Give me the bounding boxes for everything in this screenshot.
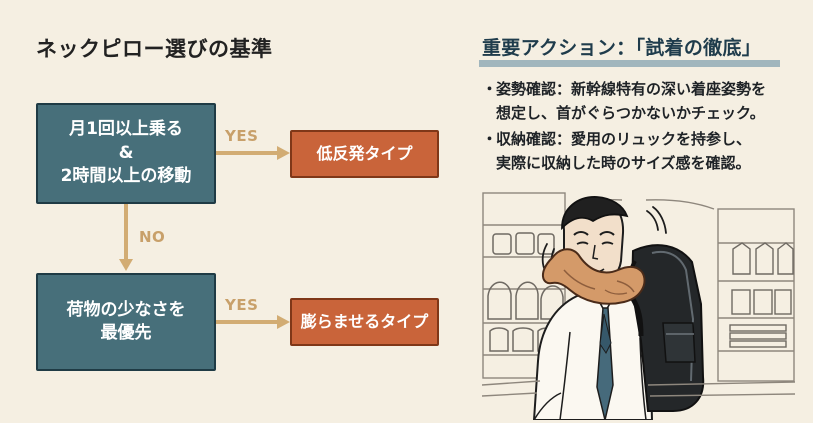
bullet-line-1: 姿勢確認：新幹線特有の深い着座姿勢を: [496, 80, 767, 98]
yes-arrow-2-icon: [214, 315, 290, 329]
action-title: 重要アクション：「試着の徹底」: [482, 37, 762, 59]
result-inflatable-type: 膨らませるタイプ: [290, 298, 439, 346]
edge-label-no: NO: [139, 228, 166, 246]
decision-line-2: &: [118, 142, 134, 163]
display-counter-icon: [482, 380, 796, 397]
decision-line-3: 2時間以上の移動: [60, 166, 192, 187]
action-bullet-storage: ・ 収納確認：愛用のリュックを持参し、 実際に収納した時のサイズ感を確認。: [482, 127, 792, 176]
decision-frequent-long-ride-text: 月1回以上乗る & 2時間以上の移動: [61, 118, 192, 188]
no-arrow-icon: [119, 202, 133, 271]
bullet-marker: ・: [482, 129, 498, 148]
neck-pillow-icon: [542, 248, 646, 305]
decision-line-1: 荷物の少なさを: [66, 299, 186, 320]
clothes-rack-icon: [729, 242, 794, 348]
flowchart-title: ネックピロー選びの基準: [36, 37, 273, 61]
bullet-line-2: 想定し、首がぐらつかないかチェック。: [496, 104, 765, 123]
bullet-line-2: 実際に収納した時のサイズ感を確認。: [496, 153, 751, 172]
edge-label-yes-1: YES: [225, 127, 259, 145]
action-title-underline: [479, 60, 780, 67]
bullet-line-1: 収納確認：愛用のリュックを持参し、: [496, 129, 752, 148]
action-bullet-list: ・ 姿勢確認：新幹線特有の深い着座姿勢を 想定し、首がぐらつかないかチェック。 …: [482, 77, 792, 175]
result-memory-foam-type: 低反発タイプ: [290, 130, 439, 178]
action-bullet-posture: ・ 姿勢確認：新幹線特有の深い着座姿勢を 想定し、首がぐらつかないかチェック。: [482, 77, 792, 126]
bullet-marker: ・: [482, 80, 498, 98]
traveler-neck-pillow-illustration: [482, 191, 796, 420]
decision-line-2: 最優先: [100, 323, 152, 343]
decision-line-1: 月1回以上乗る: [69, 119, 183, 140]
backpack-icon: [626, 244, 705, 412]
decision-light-luggage-text: 荷物の少なさを 最優先: [67, 299, 186, 346]
yes-arrow-1-icon: [214, 146, 290, 160]
decision-frequent-long-ride: 月1回以上乗る & 2時間以上の移動: [36, 103, 216, 204]
result-memory-foam-label: 低反発タイプ: [316, 143, 413, 163]
result-inflatable-label: 膨らませるタイプ: [300, 311, 429, 331]
edge-label-yes-2: YES: [225, 296, 259, 314]
decision-light-luggage: 荷物の少なさを 最優先: [36, 273, 216, 371]
